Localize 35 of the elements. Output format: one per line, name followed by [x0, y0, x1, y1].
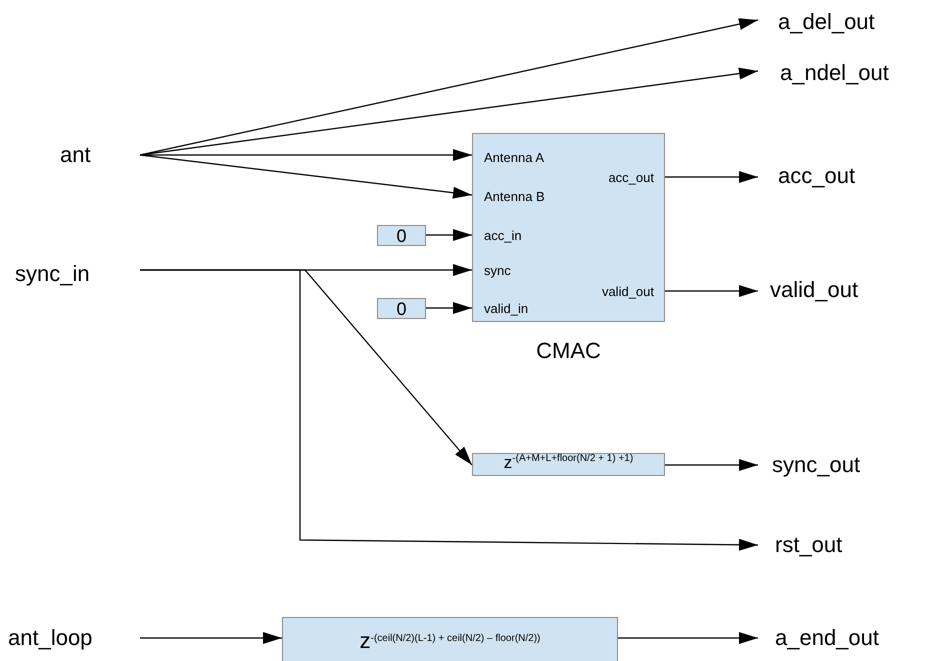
- arrow: [140, 269, 758, 551]
- cmac-block: [472, 133, 665, 322]
- signal-label: a_ndel_out: [758, 59, 933, 87]
- arrow: [140, 68, 758, 156]
- port-label: valid_out: [602, 284, 654, 300]
- arrow: [140, 632, 282, 644]
- port-label: sync: [484, 263, 511, 279]
- signal-label: valid_out: [758, 276, 918, 306]
- arrow: [426, 229, 472, 241]
- signal-label: sync_in: [15, 260, 140, 290]
- signal-label: ant: [55, 141, 140, 169]
- arrow: [140, 149, 472, 161]
- signal-label: ant_loop: [8, 624, 140, 652]
- arrow: [618, 632, 758, 644]
- arrow: [140, 18, 758, 156]
- port-label: Antenna B: [484, 189, 545, 205]
- port-label: Antenna A: [484, 150, 544, 166]
- constant-block: 0: [377, 298, 426, 319]
- signal-label: sync_out: [758, 451, 908, 481]
- arrow: [665, 459, 758, 471]
- delay-block: z$^{-(ceil(N/2)(L-1) + ceil(N/2) – floor(N/2))}$: [282, 617, 618, 661]
- block-caption: CMAC: [535, 338, 602, 364]
- arrow: [665, 285, 758, 297]
- arrow: [665, 171, 758, 183]
- port-label: valid_in: [484, 301, 528, 317]
- signal-label: acc_out: [758, 162, 908, 192]
- signal-label: a_del_out: [758, 8, 928, 36]
- delay-block: z$^{-(A+M+L+floor(N/2 + 1) +1)}$: [472, 453, 665, 476]
- signal-label: a_end_out: [758, 624, 928, 654]
- signal-label: rst_out: [758, 531, 888, 561]
- port-label: acc_in: [484, 228, 522, 244]
- port-label: acc_out: [608, 170, 654, 186]
- constant-block: 0: [377, 225, 426, 246]
- arrow: [426, 302, 472, 314]
- arrow: [140, 154, 472, 199]
